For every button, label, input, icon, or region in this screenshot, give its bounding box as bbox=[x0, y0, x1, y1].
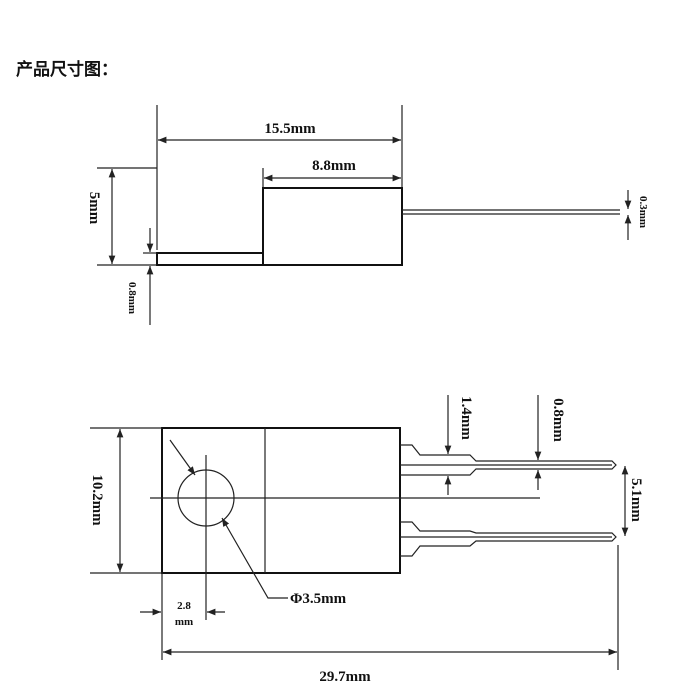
side-view: 15.5mm 8.8mm 5mm 0.8mm 0.3mm bbox=[86, 105, 649, 325]
dim-label-overall-length-top: 29.7mm bbox=[319, 669, 371, 685]
dim-label-hole-diameter: Φ3.5mm bbox=[290, 591, 347, 607]
lead-bottom bbox=[400, 521, 617, 557]
component-outline bbox=[161, 427, 401, 574]
dim-label-hole-offset: 2.8 bbox=[177, 600, 191, 612]
top-view: 1.4mm 0.8mm 5.1mm 10.2mm Φ3.5mm 2.8 mm 2… bbox=[89, 395, 644, 685]
dim-label-lead-thickness: 0.3mm bbox=[637, 196, 649, 228]
mounting-tab bbox=[156, 252, 264, 266]
dim-label-body-length: 8.8mm bbox=[312, 158, 356, 174]
dim-label-overall-length: 15.5mm bbox=[264, 121, 316, 137]
page-title: 产品尺寸图： bbox=[16, 60, 118, 80]
lead-top bbox=[400, 444, 617, 476]
dim-label-hole-offset-unit: mm bbox=[175, 616, 193, 628]
dim-label-tab-thickness: 0.8mm bbox=[126, 282, 138, 314]
dim-label-lead-width: 1.4mm bbox=[458, 396, 474, 440]
dim-label-lead-pitch: 5.1mm bbox=[628, 478, 644, 522]
dim-label-body-width: 10.2mm bbox=[89, 474, 105, 526]
component-body bbox=[262, 187, 403, 266]
dim-label-height: 5mm bbox=[86, 192, 102, 225]
dim-label-lead-tip-width: 0.8mm bbox=[550, 398, 566, 442]
